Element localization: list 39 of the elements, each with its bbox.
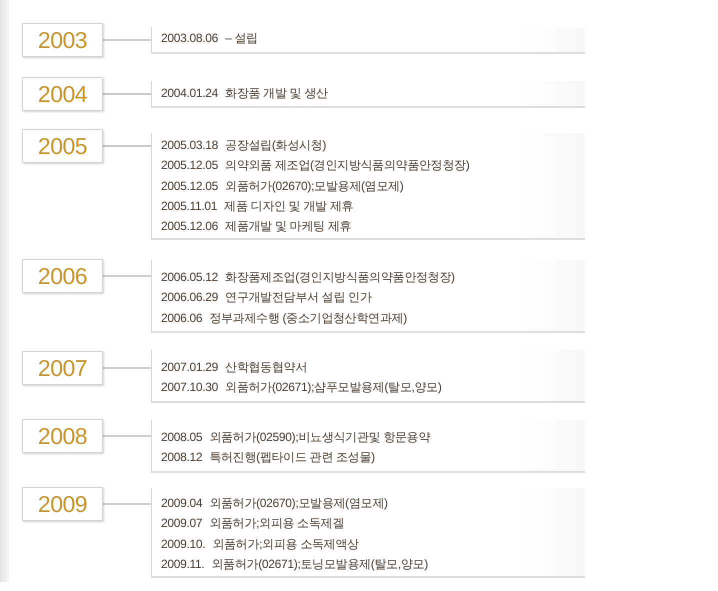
year-box: 2009 [22,487,103,521]
event-panel [151,260,585,333]
connector-line [103,145,151,147]
event-text: 2009.07 외품허가;외피용 소독제겔 [161,515,346,532]
event-panel [151,27,585,54]
event-text: 2006.06.29 연구개발전담부서 설립 인가 [161,289,373,306]
connector-line [103,367,151,369]
event-text: 2006.05.12 화장품제조업(경인지방식품의약품안정청장) [161,269,456,286]
event-text: 2005.11.01 제품 디자인 및 개발 제휴 [161,198,354,215]
year-box: 2006 [22,259,103,293]
event-text: 2007.10.30 외품허가(02671);샴푸모발용제(탈모,양모) [161,379,443,396]
event-panel [151,350,585,403]
event-panel [151,420,585,473]
event-text: 2008.12 특허진행(펩타이드 관련 조성물) [161,449,376,466]
year-box: 2008 [22,419,103,453]
connector-line [103,39,151,41]
event-text: 2005.03.18 공장설립(화성시청) [161,137,328,154]
event-text: 2005.12.06 제품개발 및 마케팅 제휴 [161,218,352,236]
event-text: 2009.11. 외품허가(02671);토닝모발용제(탈모,양모) [161,556,429,573]
event-text: 2009.04 외품허가(02670);모발용제(염모제) [161,495,389,512]
event-text: 2009.10. 외품허가;외피용 소독제액상 [161,536,360,553]
connector-line [103,275,151,277]
connector-line [103,93,151,95]
event-text: 2007.01.29 산학협동협약서 [161,359,308,376]
connector-line [103,503,151,505]
year-box: 2007 [22,351,103,385]
event-text: 2003.08.06 – 설립 [161,30,259,47]
year-box: 2004 [22,77,103,111]
connector-line [103,435,151,437]
event-text: 2005.12.05 외품허가(02670);모발용제(염모제) [161,178,404,195]
event-panel [151,133,585,240]
event-text: 2005.12.05 의약외품 제조업(경인지방식품의약품안정청장) [161,157,470,174]
event-text: 2008.05 외품허가(02590);비뇨생식기관및 항문용약 [161,429,432,446]
event-text: 2004.01.24 화장품 개발 및 생산 [161,85,329,102]
event-panel [151,81,585,108]
event-text: 2006.06 정부과제수행 (중소기업청산학연과제) [161,310,408,327]
year-box: 2005 [22,129,103,163]
year-box: 2003 [22,23,103,57]
event-panel [151,488,585,578]
